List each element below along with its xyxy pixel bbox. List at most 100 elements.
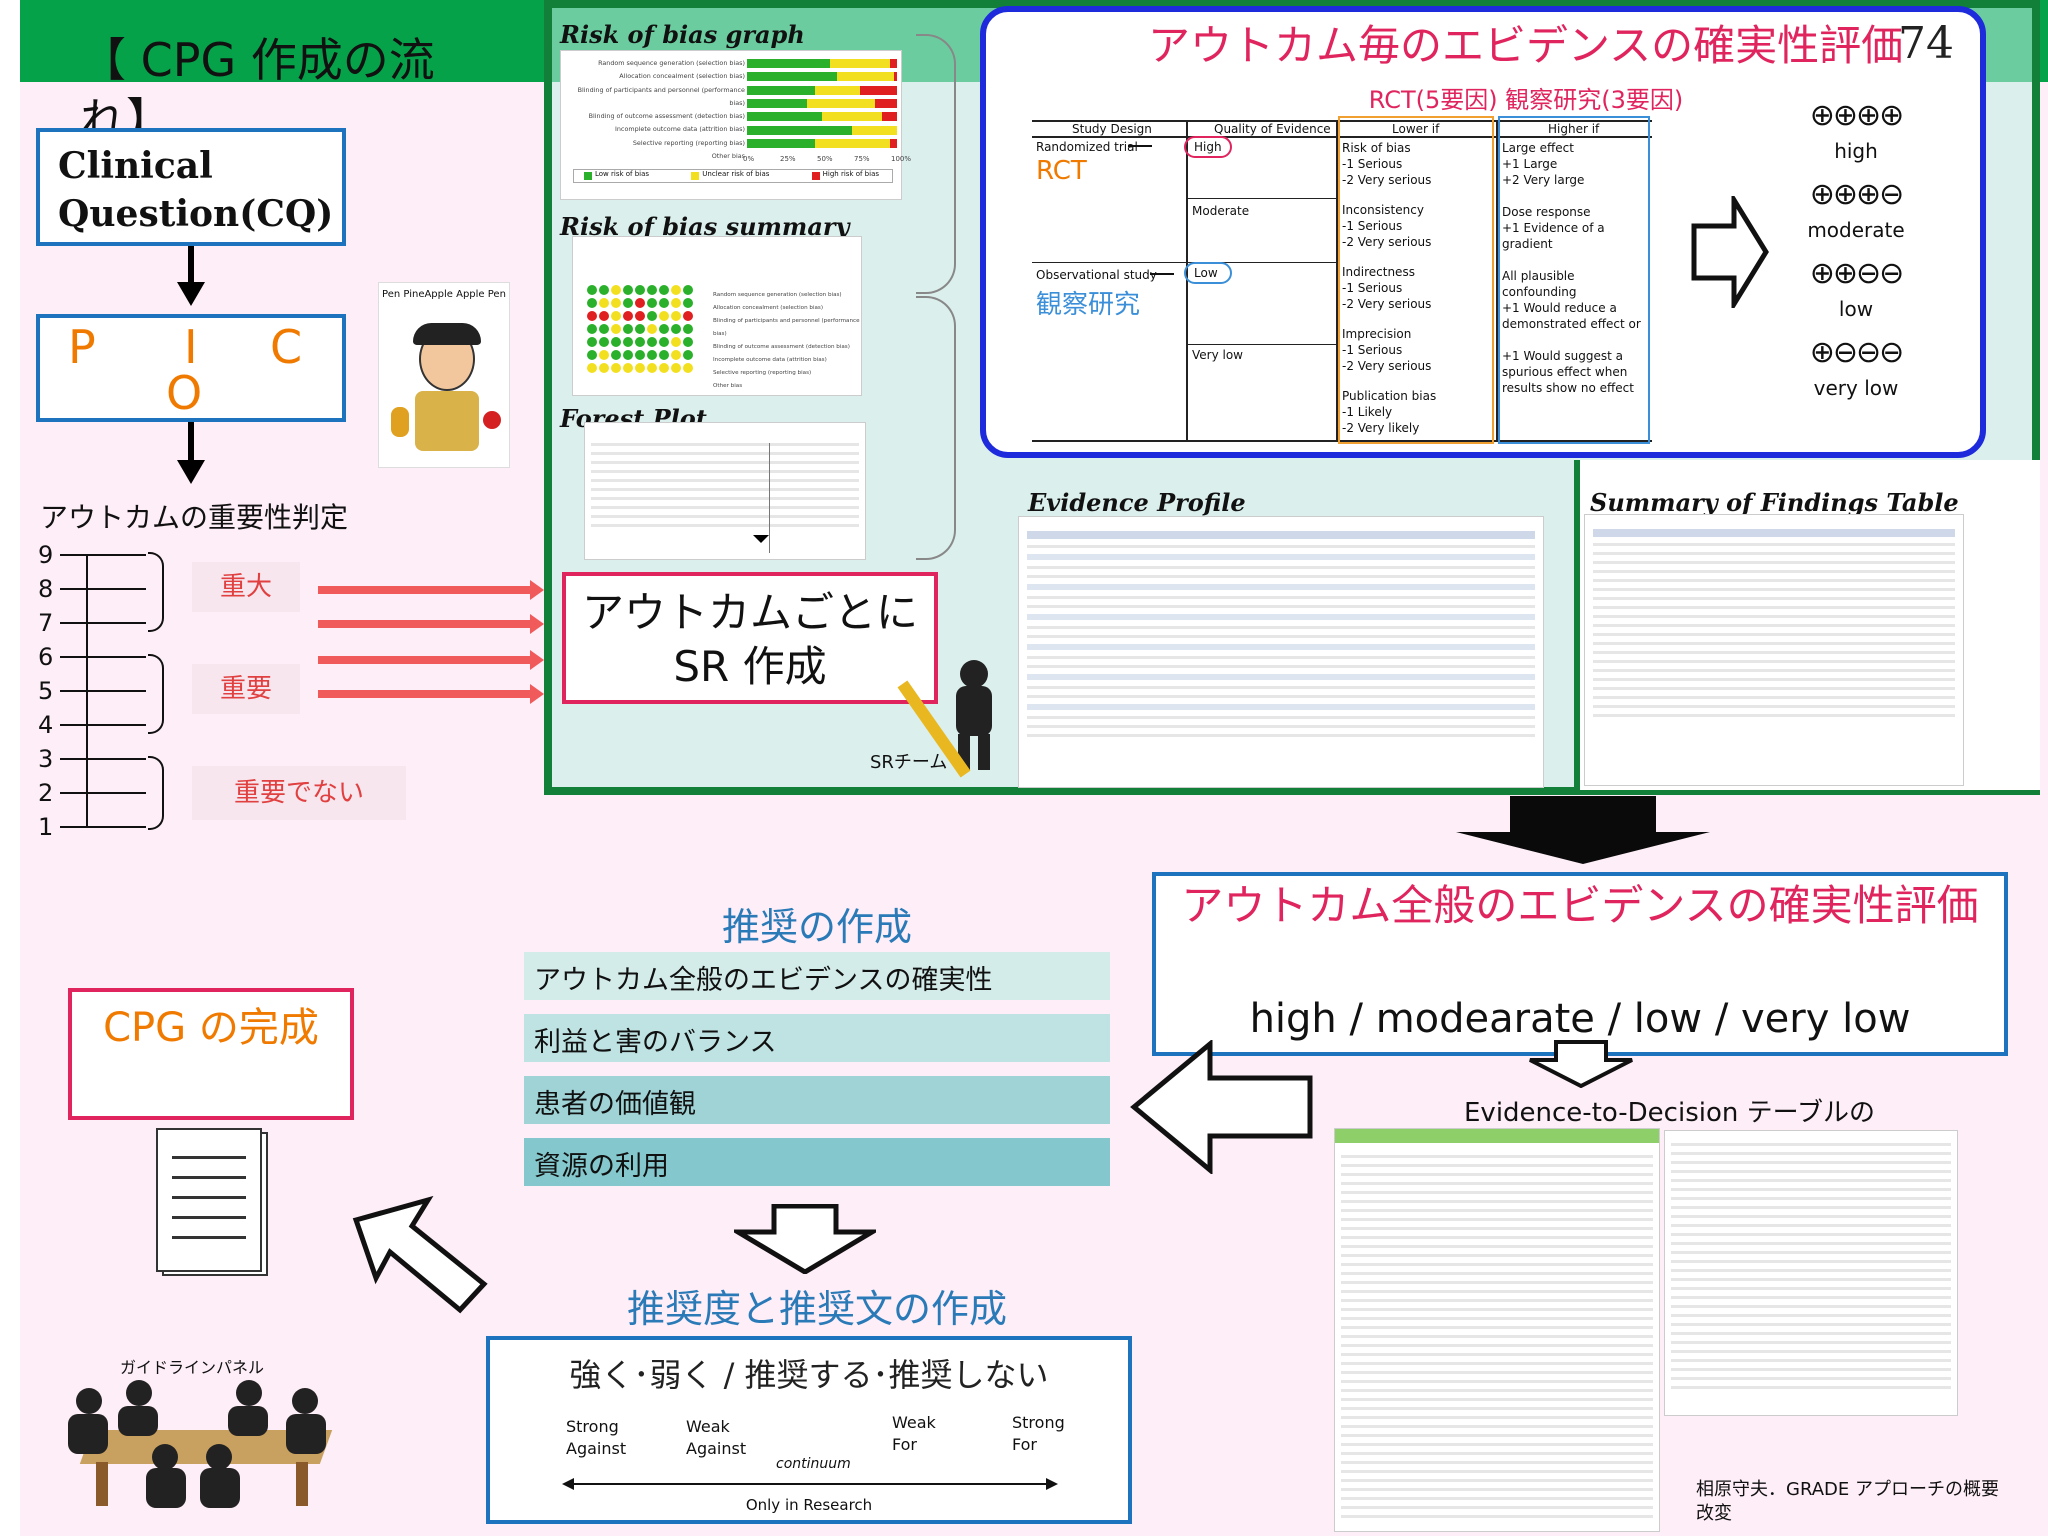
rob-summary-row-label: Random sequence generation (selection bi… [713,292,842,298]
red-arrow-head-2 [530,614,544,634]
rob-dot [647,350,657,360]
level-high: High [1194,140,1222,154]
higher-if-highlight [1498,116,1650,444]
sr-area-frame [544,0,2040,795]
level-low: Low [1194,266,1218,280]
forest-plot-lines [585,423,865,527]
rob-bar-unclear [837,72,894,82]
rob-dot [635,311,645,321]
rob-bar-low [747,72,837,82]
document-stack-icon [152,1126,270,1278]
rob-dot [623,350,633,360]
rob-dot [659,298,669,308]
rob-dot [683,285,693,295]
sof-panel [1584,514,1964,786]
legend-high: High risk of bias [822,170,879,178]
legend-high-icon [811,172,820,180]
arrow-shaft-pico [188,422,194,462]
rob-bar [747,72,897,82]
sr-bracket-bottom [916,296,956,560]
rob-bar-unclear [814,85,860,95]
pico-i: I [184,320,198,374]
scale-tick [60,554,146,556]
legend-low: Low risk of bias [595,170,650,178]
legend-unclear-icon [691,172,700,180]
rob-bar-low [747,138,815,148]
strong-for-2: For [1012,1435,1037,1454]
grade-label: low [1838,297,1874,321]
higher-if-item: +1 Would reduce a [1502,301,1617,315]
rob-dot [599,337,609,347]
lower-if-highlight [1338,116,1494,444]
weak-for-2: For [892,1435,917,1454]
brace-important [148,654,164,734]
red-arrow-head-3 [530,650,544,670]
rob-graph-row-labels: Random sequence generation (selection bi… [565,57,745,163]
rob-bar-low [747,98,807,108]
higher-if-item: +1 Large [1502,157,1558,171]
pico-c: C [270,320,303,374]
rob-summary-row-label: Blinding of participants and personnel (… [713,318,860,337]
sof-title-text: Summary of Findings Table [1590,488,1959,517]
rob-graph-legend: Low risk of bias Unclear risk of bias Hi… [573,169,893,183]
hollow-arrow-left-icon [1130,1040,1313,1174]
clinical-question-text: Clinical Question(CQ) [58,145,334,235]
rob-dot [671,337,681,347]
sr-team-label: SRチーム [870,752,948,773]
ppap-body-icon [415,391,479,451]
rob-dot [647,363,657,373]
rob-dot [659,337,669,347]
rob-dot [599,298,609,308]
higher-if-group: All plausible confounding +1 Would reduce… [1502,268,1652,332]
forest-plot-panel [584,422,866,560]
rob-dot [635,298,645,308]
rct-arrow-icon [1128,145,1152,147]
red-arrow-1 [318,586,536,594]
scale-tick [60,758,146,760]
certainty-subtitle: RCT(5要因) 観察研究(3要因) [1368,86,1684,114]
th-quality: Quality of Evidence [1214,122,1331,136]
higher-if-item: +1 Would suggest a [1502,349,1623,363]
row-randomized: Randomized trial [1036,140,1138,154]
level-moderate: Moderate [1192,204,1250,218]
lower-if-item: -1 Serious [1342,343,1403,357]
rob-dot [623,285,633,295]
rob-summary-panel: Random sequence generation (selection bi… [572,236,862,396]
rob-bar-low [747,59,830,68]
sof-lines [1585,515,1963,731]
rob-summary-row-labels: Random sequence generation (selection bi… [713,289,861,393]
importance-title: アウトカムの重要性判定 [40,501,349,534]
scale-number: 4 [38,711,54,739]
rob-dot [683,337,693,347]
scale-tick [60,622,146,624]
certainty-title-text: アウトカム毎のエビデンスの確実性評価 [1148,21,1904,70]
rob-dot [599,350,609,360]
lower-if-item: Inconsistency [1342,203,1424,217]
higher-if-group: Dose response+1 Evidence of a gradient [1502,204,1652,252]
rob-dot [623,311,633,321]
legend-unclear: Unclear risk of bias [702,170,770,178]
lower-if-group: Imprecision-1 Serious-2 Very serious [1342,326,1492,374]
rob-graph-title-text: Risk of bias graph [560,20,805,49]
rob-dot [623,298,633,308]
rob-bar [747,98,897,108]
red-arrow-3 [318,656,536,664]
rob-bar [747,125,897,135]
rob-dot [683,350,693,360]
lower-if-group: Inconsistency-1 Serious-2 Very serious [1342,202,1492,250]
obs-big-label: 観察研究 [1036,290,1141,320]
label-critical: 重大 [192,562,300,612]
rct-big-label: RCT [1036,156,1087,186]
hollow-arrow-upleft-icon [352,1196,488,1314]
lower-if-item: -1 Likely [1342,405,1393,419]
rob-dot [647,298,657,308]
rob-dot [659,363,669,373]
higher-if-item: All plausible confounding [1502,269,1577,299]
scale-number: 5 [38,677,54,705]
th-higher: Higher if [1548,122,1600,136]
rob-dot [635,337,645,347]
forest-plot-null-line [769,443,770,553]
